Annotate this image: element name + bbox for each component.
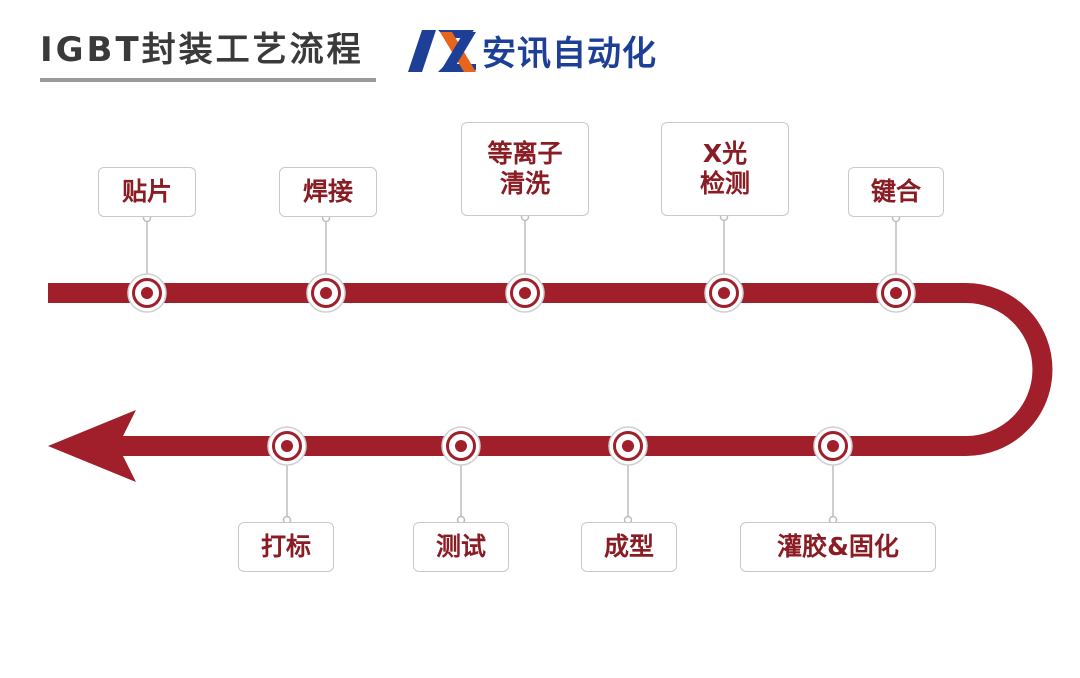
- step-node: [127, 273, 167, 313]
- step-label-text: 键合: [870, 177, 921, 206]
- step-label: 贴片: [98, 167, 196, 217]
- step-node: [267, 426, 307, 466]
- step-label: X光检测: [661, 122, 789, 216]
- arrow-head-icon: [48, 410, 136, 482]
- step-label-text: 打标: [260, 532, 311, 561]
- step-label-text: X光: [702, 139, 748, 168]
- page-title: IGBT封装工艺流程: [40, 30, 364, 70]
- brand-name: 安讯自动化: [482, 34, 657, 74]
- step-label-text: 灌胶&固化: [777, 532, 899, 561]
- step-label-text: 等离子: [487, 139, 563, 168]
- step-node: [608, 426, 648, 466]
- step-node: [813, 426, 853, 466]
- title-underline: [40, 78, 376, 82]
- step-label-text: 清洗: [499, 169, 550, 198]
- step-node: [441, 426, 481, 466]
- step-label: 成型: [581, 522, 677, 572]
- step-label-text: 测试: [435, 532, 486, 561]
- step-label: 焊接: [279, 167, 377, 217]
- step-node: [306, 273, 346, 313]
- step-label-text: 贴片: [121, 177, 172, 206]
- step-label-text: 成型: [603, 532, 654, 561]
- step-label: 测试: [413, 522, 509, 572]
- step-label: 键合: [848, 167, 944, 217]
- step-label: 灌胶&固化: [740, 522, 936, 572]
- brand: 安讯自动化: [408, 26, 657, 75]
- step-node: [876, 273, 916, 313]
- step-node: [505, 273, 545, 313]
- process-track: [48, 283, 1053, 456]
- step-label-text: 检测: [699, 169, 750, 198]
- step-label: 打标: [238, 522, 334, 572]
- step-node: [704, 273, 744, 313]
- step-label-text: 焊接: [302, 177, 353, 206]
- step-label: 等离子清洗: [461, 122, 589, 216]
- anxun-logo-icon: [408, 29, 476, 72]
